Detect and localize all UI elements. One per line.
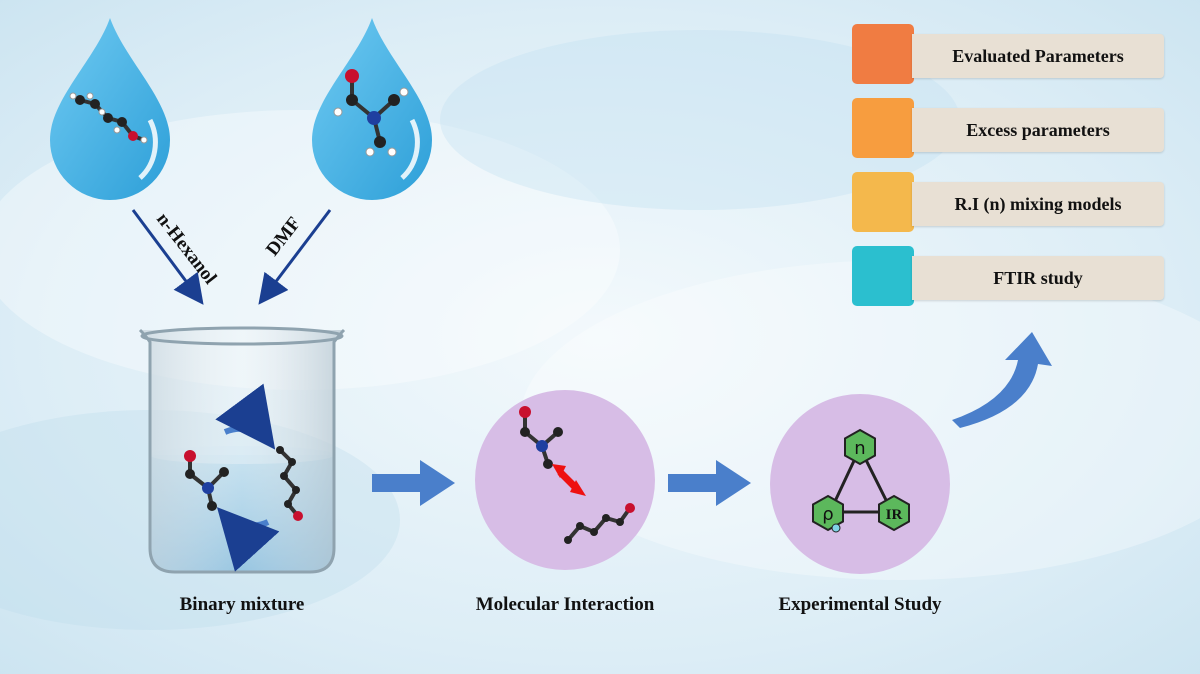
refractive-index-hexagon-icon: n bbox=[844, 428, 876, 466]
flow-arrow-2 bbox=[668, 460, 751, 506]
hex-label-rho: ρ bbox=[822, 504, 833, 525]
parameter-ftir: FTIR study bbox=[852, 246, 1164, 306]
parameter-label: FTIR study bbox=[912, 256, 1164, 300]
stage-label-molecular-interaction: Molecular Interaction bbox=[475, 594, 655, 615]
parameter-tab bbox=[852, 246, 914, 306]
parameter-excess: Excess parameters bbox=[852, 98, 1164, 158]
flow-arrow-1 bbox=[372, 460, 455, 506]
dmf-feed-arrow bbox=[258, 209, 332, 305]
parameter-label: R.I (n) mixing models bbox=[912, 182, 1164, 226]
dmf-molecule-icon bbox=[333, 69, 409, 157]
hexanol-feed-arrow bbox=[131, 209, 204, 305]
hex-label-ir: IR bbox=[886, 507, 903, 523]
dmf-drop bbox=[312, 18, 432, 200]
parameter-tab bbox=[852, 98, 914, 158]
stage-label-binary-mixture: Binary mixture bbox=[179, 594, 305, 615]
parameter-ri-mixing: R.I (n) mixing models bbox=[852, 172, 1164, 232]
interaction-double-arrow-icon bbox=[552, 464, 586, 496]
parameter-label: Excess parameters bbox=[912, 108, 1164, 152]
ir-hexagon-icon: IR bbox=[878, 494, 910, 532]
parameter-tab bbox=[852, 24, 914, 84]
parameter-label: Evaluated Parameters bbox=[912, 34, 1164, 78]
hex-label-n: n bbox=[854, 438, 865, 459]
hexanol-molecule-icon bbox=[69, 92, 148, 144]
parameter-evaluated: Evaluated Parameters bbox=[852, 24, 1164, 84]
density-hexagon-icon: ρ bbox=[812, 494, 844, 533]
beaker-icon bbox=[138, 326, 346, 574]
experimental-study-circle: n ρ IR bbox=[770, 394, 950, 574]
stage-label-experimental-study: Experimental Study bbox=[778, 594, 942, 615]
n-hexanol-drop bbox=[50, 18, 170, 200]
molecular-interaction-circle bbox=[475, 390, 655, 570]
parameter-tab bbox=[852, 172, 914, 232]
curved-arrow-icon bbox=[952, 332, 1052, 428]
